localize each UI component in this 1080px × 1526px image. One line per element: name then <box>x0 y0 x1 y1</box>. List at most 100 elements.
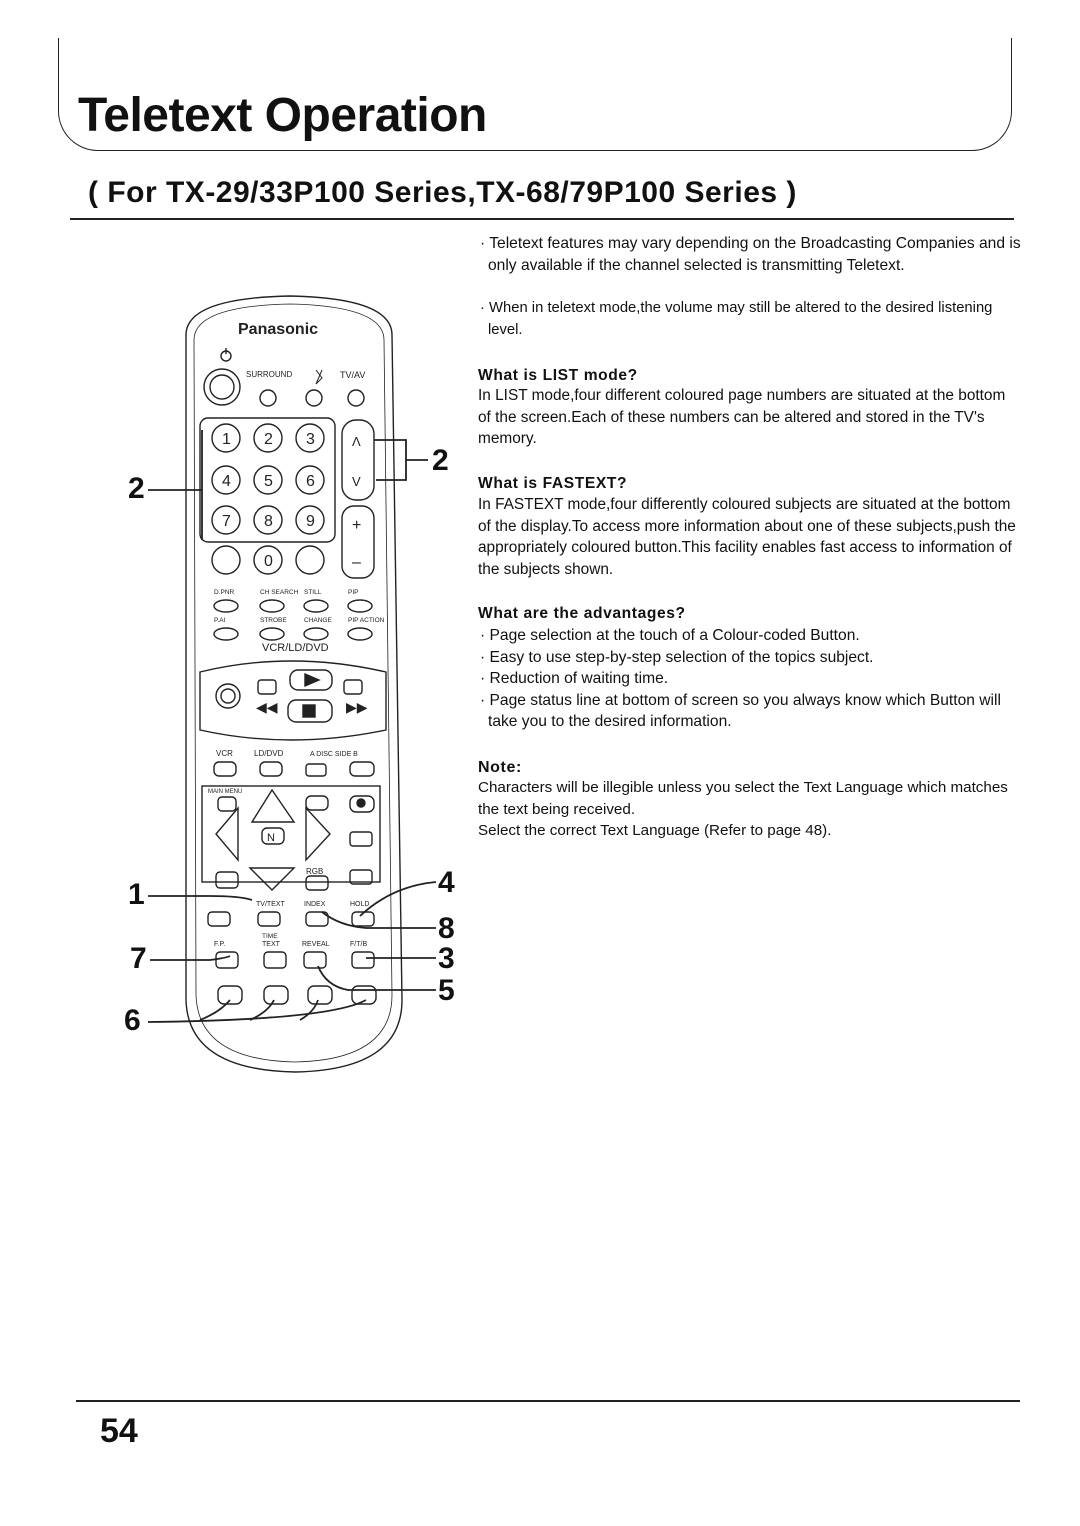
nav-up-icon <box>250 788 296 823</box>
digit-label-9: 9 <box>306 513 315 530</box>
function-button <box>347 627 373 641</box>
stop-icon <box>302 704 316 718</box>
teletext-label: REVEAL <box>302 941 330 948</box>
teletext-label: TV/TEXT <box>256 901 286 908</box>
page-number: 54 <box>100 1412 138 1450</box>
teletext-button <box>263 951 287 969</box>
function-button <box>213 627 239 641</box>
callout-left-6: 6 <box>124 1004 141 1037</box>
digit-label-0: 0 <box>264 553 273 570</box>
volume-plus-label: + <box>352 517 361 534</box>
digit-label-8: 8 <box>264 513 273 530</box>
digit-button-3 <box>295 423 325 453</box>
note-body-1: Characters will be illegible unless you … <box>478 779 1008 818</box>
teletext-button <box>351 951 375 969</box>
channel-down-label: V <box>352 474 361 489</box>
page-title: Teletext Operation <box>78 89 487 142</box>
tvav-label: TV/AV <box>340 370 365 380</box>
function-label: P.AI <box>214 617 226 624</box>
callout-left-1: 1 <box>128 878 145 911</box>
vcr-ld-dvd-label: VCR/LD/DVD <box>262 642 329 654</box>
function-button <box>259 627 285 641</box>
subtitle-rule <box>70 218 1014 220</box>
function-label: D.PNR <box>214 589 235 596</box>
function-button <box>303 627 329 641</box>
advantages-list: · Page selection at the touch of a Colou… <box>478 625 1018 733</box>
n-button-label: N <box>267 832 275 844</box>
round-button-icon <box>203 368 241 406</box>
channel-up-label: Λ <box>352 434 361 449</box>
teletext-label: HOLD <box>350 901 369 908</box>
digit-buttons: 1 2 3 4 5 6 7 8 9 0 <box>211 423 325 575</box>
mute-icon <box>315 369 323 385</box>
main-menu-label: MAIN MENU <box>208 789 242 795</box>
teletext-label: TEXT <box>262 941 281 948</box>
rewind-icon: ◀◀ <box>256 699 278 715</box>
volume-minus-label: – <box>352 554 361 571</box>
digit-label-4: 4 <box>222 473 231 490</box>
recall-button <box>211 545 241 575</box>
teletext-button <box>351 911 375 927</box>
callout-right-5: 5 <box>438 974 455 1007</box>
advantage-item: · Page selection at the touch of a Colou… <box>480 627 860 644</box>
digit-label-7: 7 <box>222 513 231 530</box>
transport-panel <box>199 660 387 741</box>
callout-leaders-left <box>147 430 367 1023</box>
time-label: TIME <box>262 933 278 940</box>
teletext-button <box>303 951 327 969</box>
digit-label-6: 6 <box>306 473 315 490</box>
navigation-panel <box>201 785 381 883</box>
footer-rule <box>76 1400 1020 1402</box>
advantage-item: · Reduction of waiting time. <box>480 670 669 688</box>
nav-left-icon <box>215 806 239 862</box>
keypad-frame <box>199 417 336 543</box>
digit-label-1: 1 <box>222 431 231 448</box>
play-icon <box>304 672 321 688</box>
list-mode-heading: What is LIST mode? <box>478 367 638 384</box>
function-label: STILL <box>304 589 322 596</box>
teletext-label: F/T/B <box>350 941 367 948</box>
function-button <box>347 599 373 613</box>
function-label: CHANGE <box>304 617 332 624</box>
digit-button-8 <box>253 505 283 535</box>
function-button <box>213 599 239 613</box>
callout-left-2: 2 <box>128 472 145 505</box>
nav-down-icon <box>248 867 296 891</box>
callout-left-7: 7 <box>130 942 147 975</box>
digit-label-3: 3 <box>306 431 315 448</box>
digit-label-5: 5 <box>264 473 273 490</box>
fastext-colour-buttons <box>217 985 377 1005</box>
section-subtitle: ( For TX-29/33P100 Series,TX-68/79P100 S… <box>88 176 797 209</box>
digit-button-5 <box>253 465 283 495</box>
note-heading: Note: <box>478 759 522 776</box>
digit-label-2: 2 <box>264 431 273 448</box>
title-frame <box>58 38 1012 151</box>
intro-bullet-1: · Teletext features may vary depending o… <box>480 235 1021 274</box>
teletext-button <box>207 911 231 927</box>
fastext-heading: What is FASTEXT? <box>478 475 628 492</box>
digit-button-1 <box>211 423 241 453</box>
function-label: STROBE <box>260 617 287 624</box>
rgb-label: RGB <box>306 867 323 876</box>
teletext-button <box>305 911 329 927</box>
function-button <box>303 599 329 613</box>
intro-bullet-2: · When in teletext mode,the volume may s… <box>480 300 993 338</box>
callout-right-2: 2 <box>432 444 449 477</box>
digit-button-0 <box>253 545 283 575</box>
callout-right-3: 3 <box>438 942 455 975</box>
power-button-icon <box>215 683 241 709</box>
function-button <box>259 599 285 613</box>
disc-side-label: A DISC SIDE B <box>310 751 358 758</box>
advantages-heading: What are the advantages? <box>478 605 686 622</box>
surround-label: SURROUND <box>246 370 292 379</box>
teletext-button <box>257 911 281 927</box>
advantage-item: · Page status line at bottom of screen s… <box>480 691 1001 731</box>
power-symbol-icon <box>220 348 232 362</box>
digit-button-2 <box>253 423 283 453</box>
digit-button-4 <box>211 465 241 495</box>
advantage-item: · Easy to use step-by-step selection of … <box>480 648 874 666</box>
callout-right-4: 4 <box>438 866 455 899</box>
